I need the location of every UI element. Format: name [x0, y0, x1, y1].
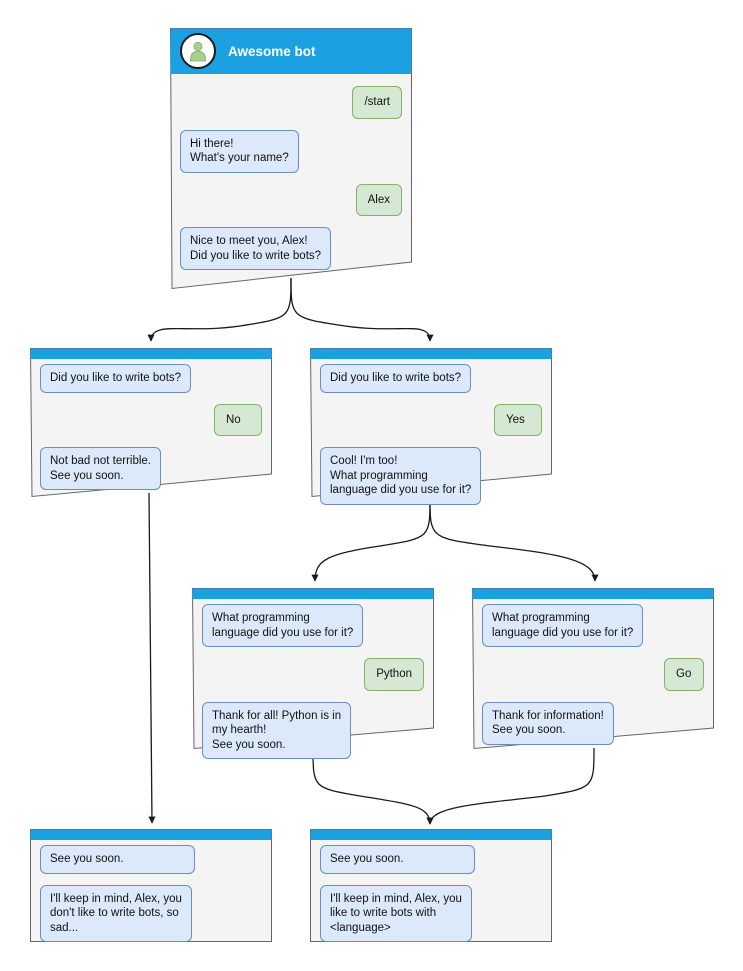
- bot-message-bubble[interactable]: What programming language did you use fo…: [482, 604, 644, 647]
- user-message-bubble[interactable]: No: [214, 403, 262, 436]
- bot-message-bubble[interactable]: See you soon.: [40, 845, 195, 874]
- bot-message-bubble[interactable]: Thank for information! See you soon.: [482, 701, 614, 745]
- message-row: Yes: [320, 403, 542, 436]
- card-branch-python[interactable]: What programming language did you use fo…: [192, 588, 434, 759]
- edge-no-to-end-sad: [148, 492, 156, 824]
- card-root-title-bar: Awesome bot: [170, 28, 412, 74]
- message-row: Go: [482, 658, 704, 691]
- card-branch-yes[interactable]: Did you like to write bots? Yes Cool! I'…: [310, 348, 552, 505]
- card-end-sad-messages: See you soon. I'll keep in mind, Alex, y…: [30, 845, 272, 953]
- bot-message-bubble[interactable]: Did you like to write bots?: [40, 364, 192, 393]
- bot-message-bubble[interactable]: Cool! I'm too! What programming language…: [320, 447, 482, 505]
- message-row: Hi there! What's your name?: [180, 129, 402, 173]
- message-row: I'll keep in mind, Alex, you like to wri…: [320, 884, 542, 942]
- message-row: Alex: [180, 183, 402, 216]
- message-row: Python: [202, 658, 424, 691]
- message-row: What programming language did you use fo…: [482, 604, 704, 647]
- person-avatar-icon: [180, 33, 216, 69]
- user-message-bubble[interactable]: Python: [364, 658, 424, 691]
- user-message-bubble[interactable]: Alex: [355, 183, 402, 216]
- message-row: Cool! I'm too! What programming language…: [320, 447, 542, 505]
- bot-message-bubble[interactable]: Thank for all! Python is in my hearth! S…: [202, 701, 352, 759]
- message-row: No: [40, 403, 262, 436]
- user-message-bubble[interactable]: /start: [352, 86, 402, 119]
- message-row: Not bad not terrible. See you soon.: [40, 447, 262, 490]
- message-row: /start: [180, 86, 402, 119]
- message-row: See you soon.: [320, 845, 542, 874]
- bot-message-bubble[interactable]: Hi there! What's your name?: [180, 129, 299, 173]
- bot-message-bubble[interactable]: What programming language did you use fo…: [202, 604, 364, 647]
- user-message-bubble[interactable]: Go: [664, 658, 704, 691]
- user-message-bubble[interactable]: Yes: [494, 403, 542, 436]
- bot-message-bubble[interactable]: I'll keep in mind, Alex, you don't like …: [40, 884, 192, 942]
- bot-message-bubble[interactable]: I'll keep in mind, Alex, you like to wri…: [320, 884, 472, 942]
- card-branch-yes-messages: Did you like to write bots? Yes Cool! I'…: [310, 364, 552, 516]
- bot-message-bubble[interactable]: See you soon.: [320, 845, 475, 874]
- card-end-sad[interactable]: See you soon. I'll keep in mind, Alex, y…: [30, 829, 272, 942]
- card-branch-no-messages: Did you like to write bots? No Not bad n…: [30, 364, 272, 501]
- card-root-title: Awesome bot: [228, 43, 316, 59]
- card-branch-python-messages: What programming language did you use fo…: [192, 604, 434, 770]
- card-end-happy-messages: See you soon. I'll keep in mind, Alex, y…: [310, 845, 552, 953]
- bot-message-bubble[interactable]: Not bad not terrible. See you soon.: [40, 447, 162, 490]
- message-row: Thank for all! Python is in my hearth! S…: [202, 701, 424, 759]
- card-branch-no[interactable]: Did you like to write bots? No Not bad n…: [30, 348, 272, 498]
- card-root-messages: /start Hi there! What's your name? Alex …: [170, 86, 412, 281]
- edge-go-to-end-happy: [426, 747, 595, 825]
- card-branch-go[interactable]: What programming language did you use fo…: [472, 588, 714, 750]
- card-root[interactable]: Awesome bot /start Hi there! What's your…: [170, 28, 412, 290]
- message-row: See you soon.: [40, 845, 262, 874]
- bot-message-bubble[interactable]: Nice to meet you, Alex! Did you like to …: [180, 227, 332, 270]
- message-row: Did you like to write bots?: [40, 364, 262, 393]
- message-row: What programming language did you use fo…: [202, 604, 424, 647]
- message-row: I'll keep in mind, Alex, you don't like …: [40, 884, 262, 942]
- message-row: Nice to meet you, Alex! Did you like to …: [180, 227, 402, 270]
- bot-message-bubble[interactable]: Did you like to write bots?: [320, 364, 472, 393]
- message-row: Thank for information! See you soon.: [482, 701, 704, 745]
- card-end-happy[interactable]: See you soon. I'll keep in mind, Alex, y…: [310, 829, 552, 942]
- card-branch-go-messages: What programming language did you use fo…: [472, 604, 714, 756]
- message-row: Did you like to write bots?: [320, 364, 542, 393]
